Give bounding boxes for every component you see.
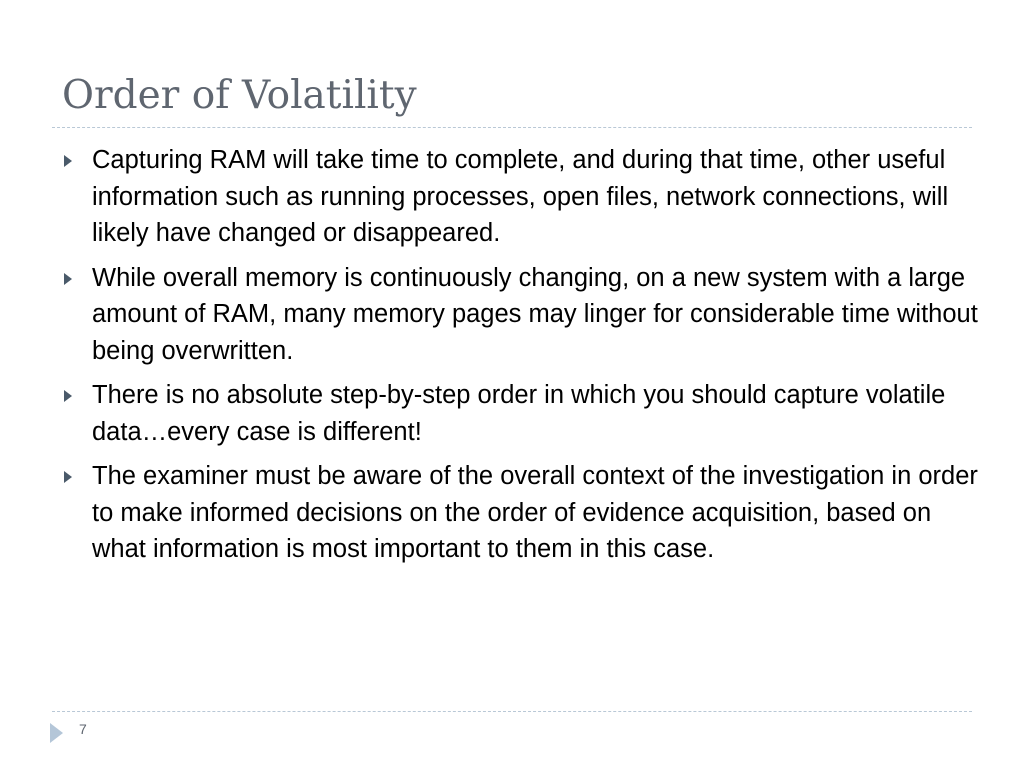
slide-title: Order of Volatility — [62, 73, 417, 118]
bullet-text: While overall memory is continuously cha… — [92, 263, 978, 365]
bullet-text: There is no absolute step-by-step order … — [92, 381, 946, 446]
bullet-item: There is no absolute step-by-step order … — [0, 377, 1024, 450]
footer-divider — [52, 711, 972, 712]
slide-number: 7 — [79, 721, 87, 737]
triangle-bullet-icon — [64, 390, 72, 402]
bullet-item: While overall memory is continuously cha… — [0, 260, 1024, 370]
bullet-text: Capturing RAM will take time to complete… — [92, 146, 949, 247]
bullet-item: Capturing RAM will take time to complete… — [0, 142, 1024, 252]
bullet-item: The examiner must be aware of the overal… — [0, 458, 1024, 568]
title-divider — [52, 127, 972, 128]
triangle-bullet-icon — [64, 155, 72, 167]
bullet-list: Capturing RAM will take time to complete… — [0, 142, 1024, 576]
bullet-text: The examiner must be aware of the overal… — [92, 462, 978, 563]
footer-arrow-icon — [50, 723, 63, 743]
triangle-bullet-icon — [64, 471, 72, 483]
triangle-bullet-icon — [64, 272, 72, 285]
